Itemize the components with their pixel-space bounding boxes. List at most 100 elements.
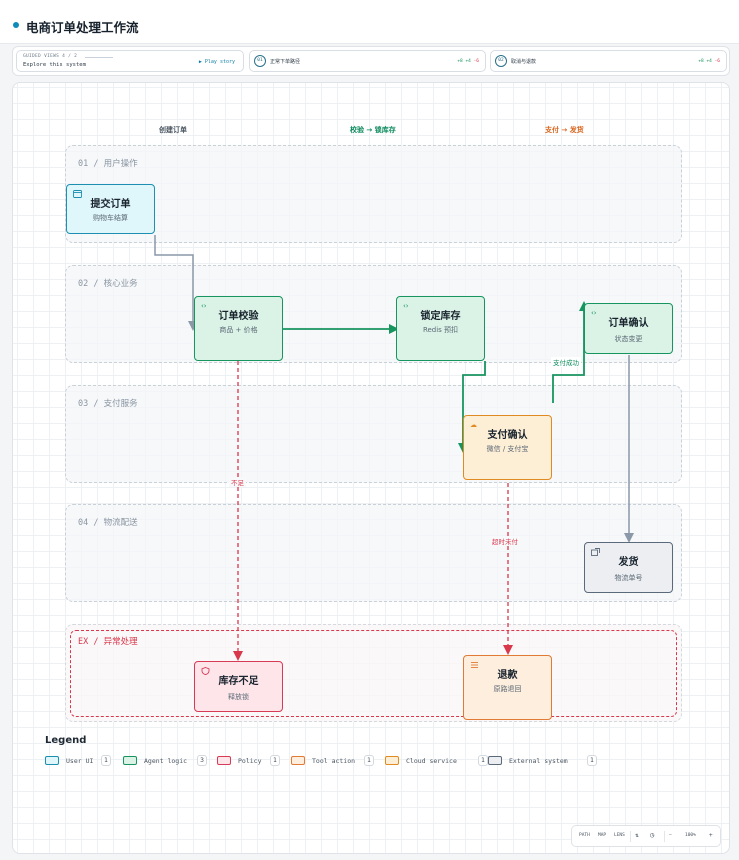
node-title: 订单校验 bbox=[218, 311, 259, 322]
phase-label-pay-ship: 支付 → 发货 bbox=[545, 126, 584, 134]
lens-button[interactable]: LENS bbox=[614, 833, 625, 838]
lane-user: 01 / 用户操作 bbox=[65, 145, 682, 243]
edge-layer bbox=[154, 235, 634, 661]
story-meta-removed: -6 bbox=[473, 59, 479, 64]
toolbar-divider bbox=[630, 831, 631, 842]
story-label: 取消与退款 bbox=[511, 59, 537, 65]
external-box-icon bbox=[591, 548, 600, 556]
node-title: 发货 bbox=[618, 557, 639, 568]
edge-label-timeout: 超时未付 bbox=[490, 536, 520, 546]
story-card-cancel-refund[interactable]: 02 取消与退款 +8 +4 -6 bbox=[490, 50, 727, 72]
node-ship[interactable]: 发货 物流单号 bbox=[584, 542, 673, 593]
legend-count: 3 bbox=[197, 755, 207, 766]
fit-view-icon[interactable]: ⇅ bbox=[635, 832, 639, 839]
story-bar: GUIDED VIEWS 4 / 2 Explore this system ▶… bbox=[12, 46, 730, 76]
node-pay-confirm[interactable]: ☁ 支付确认 微信 / 支付宝 bbox=[463, 415, 552, 480]
phase-label-validate: 校验 → 锁库存 bbox=[350, 126, 396, 134]
node-order-check[interactable]: ‹› 订单校验 商品 + 价格 bbox=[194, 296, 283, 361]
guided-divider bbox=[85, 57, 113, 58]
legend-count: 1 bbox=[364, 755, 374, 766]
lane-label: 02 / 核心业务 bbox=[78, 279, 138, 289]
node-subtitle: 微信 / 支付宝 bbox=[486, 445, 529, 453]
clock-icon[interactable]: ◷ bbox=[650, 831, 655, 839]
node-subtitle: 状态变更 bbox=[614, 335, 643, 343]
legend-swatch bbox=[123, 756, 137, 765]
story-meta-removed: -6 bbox=[714, 59, 720, 64]
node-refund[interactable]: 退款 原路退回 bbox=[463, 655, 552, 720]
story-badge: 01 bbox=[254, 55, 266, 67]
legend-count: 1 bbox=[101, 755, 111, 766]
guided-views-card[interactable]: GUIDED VIEWS 4 / 2 Explore this system ▶… bbox=[16, 50, 244, 72]
node-title: 库存不足 bbox=[218, 676, 259, 687]
phase-label-create: 创建订单 bbox=[159, 126, 187, 134]
code-brackets-icon: ‹› bbox=[403, 302, 409, 310]
lane-payment: 03 / 支付服务 bbox=[65, 385, 682, 483]
legend-label: External system bbox=[509, 757, 568, 765]
guided-views-subtitle: Explore this system bbox=[23, 62, 86, 68]
lane-core: 02 / 核心业务 bbox=[65, 265, 682, 363]
lane-logistics: 04 / 物流配送 bbox=[65, 504, 682, 602]
shield-icon bbox=[201, 667, 210, 676]
zoom-in-icon[interactable]: + bbox=[709, 832, 713, 839]
node-subtitle: 商品 + 价格 bbox=[219, 326, 258, 334]
legend-swatch bbox=[217, 756, 231, 765]
legend-label: User UI bbox=[66, 757, 94, 765]
zoom-out-button[interactable]: — bbox=[669, 833, 672, 838]
browser-window-icon bbox=[73, 190, 82, 198]
play-story-button[interactable]: ▶ Play story bbox=[198, 59, 235, 65]
code-brackets-icon: ‹› bbox=[201, 302, 207, 310]
story-meta: +8 +4 -6 bbox=[457, 59, 479, 64]
legend-swatch bbox=[45, 756, 59, 765]
story-meta-added: +8 +4 bbox=[698, 59, 712, 64]
legend-count: 1 bbox=[478, 755, 488, 766]
node-title: 订单确认 bbox=[608, 318, 649, 329]
story-card-normal-path[interactable]: 01 正常下单路径 +8 +4 -6 bbox=[249, 50, 486, 72]
path-button[interactable]: PATH bbox=[579, 833, 590, 838]
zoom-level: 100% bbox=[685, 833, 696, 838]
canvas-toolbar: PATH MAP LENS ⇅ ◷ — 100% + bbox=[571, 825, 721, 847]
page-title: 电商订单处理工作流 bbox=[26, 20, 139, 35]
legend-label: Agent logic bbox=[144, 757, 188, 765]
legend-label: Policy bbox=[238, 757, 262, 765]
legend-label: Tool action bbox=[312, 757, 356, 765]
edge-label-insufficient: 不足 bbox=[229, 477, 246, 487]
exception-border bbox=[70, 630, 677, 717]
lane-exception: EX / 异常处理 bbox=[65, 624, 682, 722]
node-submit-order[interactable]: 提交订单 购物车结算 bbox=[66, 184, 155, 234]
map-button[interactable]: MAP bbox=[598, 833, 607, 838]
story-meta: +8 +4 -6 bbox=[698, 59, 720, 64]
legend-count: 1 bbox=[587, 755, 597, 766]
edge-label-pay-success: 支付成功 bbox=[551, 357, 581, 367]
node-subtitle: 物流单号 bbox=[614, 574, 643, 582]
story-label: 正常下单路径 bbox=[270, 59, 301, 65]
node-subtitle: 释放锁 bbox=[228, 693, 249, 701]
sliders-icon bbox=[470, 661, 479, 669]
code-brackets-icon: ‹› bbox=[591, 309, 597, 317]
legend-label: Cloud service bbox=[406, 757, 457, 765]
header: 电商订单处理工作流 bbox=[0, 0, 739, 44]
legend-count: 1 bbox=[270, 755, 280, 766]
node-lock-stock[interactable]: ‹› 锁定库存 Redis 预扣 bbox=[396, 296, 485, 361]
edge-submit-to-check bbox=[154, 235, 198, 331]
guided-views-counter: GUIDED VIEWS 4 / 2 bbox=[23, 54, 78, 59]
story-meta-added: +8 +4 bbox=[457, 59, 471, 64]
diagram-canvas[interactable]: 创建订单 校验 → 锁库存 支付 → 发货 01 / 用户操作 02 / 核心业… bbox=[12, 82, 730, 854]
node-title: 支付确认 bbox=[487, 430, 528, 441]
lane-label: 03 / 支付服务 bbox=[78, 399, 138, 409]
legend-title: Legend bbox=[45, 735, 87, 746]
node-stock-short[interactable]: 库存不足 释放锁 bbox=[194, 661, 283, 712]
node-subtitle: Redis 预扣 bbox=[422, 326, 459, 334]
edge-lock-to-pay bbox=[458, 361, 486, 453]
edge-pay-to-confirm bbox=[552, 301, 589, 403]
node-title: 提交订单 bbox=[90, 199, 131, 210]
legend-swatch bbox=[385, 756, 399, 765]
legend-swatch bbox=[488, 756, 502, 765]
node-title: 锁定库存 bbox=[420, 311, 461, 322]
node-order-confirm[interactable]: ‹› 订单确认 状态变更 bbox=[584, 303, 673, 354]
title-dot-icon bbox=[13, 22, 19, 28]
lane-label: 04 / 物流配送 bbox=[78, 518, 138, 528]
story-badge: 02 bbox=[495, 55, 507, 67]
lane-label: EX / 异常处理 bbox=[78, 637, 138, 647]
lane-label: 01 / 用户操作 bbox=[78, 159, 138, 169]
legend-swatch bbox=[291, 756, 305, 765]
